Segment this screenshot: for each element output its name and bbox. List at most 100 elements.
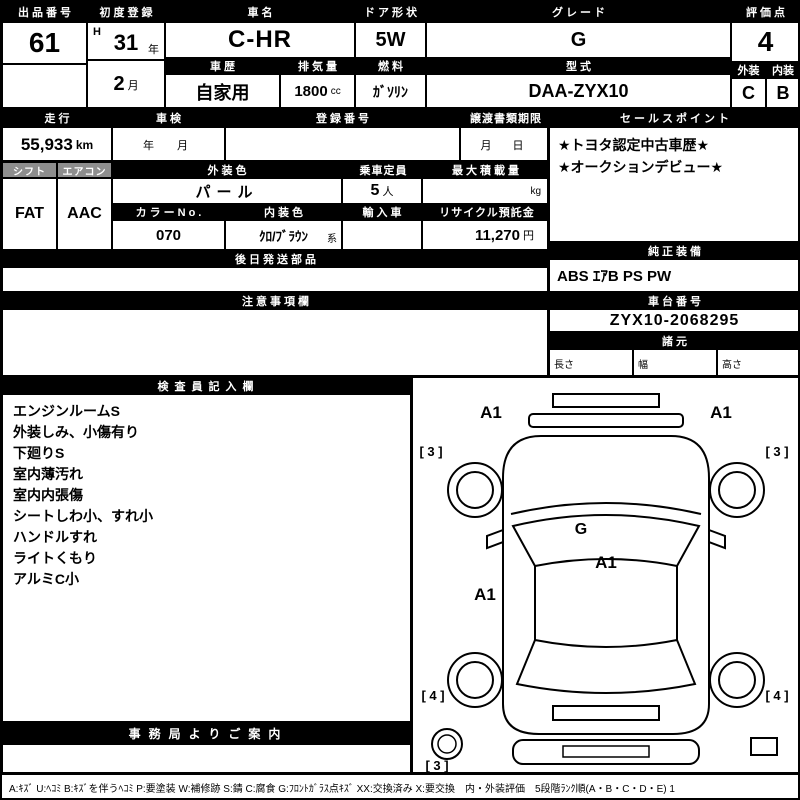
history-value: 自家用: [165, 74, 280, 109]
grade-value: G: [426, 22, 731, 58]
sales-point-label: セールスポイント: [549, 109, 798, 127]
recycle-deposit-label: リサイクル預託金: [422, 204, 549, 220]
aircon-value: AAC: [57, 178, 112, 250]
door-value: 5W: [355, 22, 426, 58]
first-reg-label: 初度登録: [87, 2, 165, 22]
recycle-deposit-cell: 11,270 円: [422, 220, 549, 250]
later-parts-label: 後日発送部品: [2, 250, 549, 267]
first-reg-month: 2: [113, 73, 125, 95]
damage-label-top-right: A1: [710, 403, 732, 422]
transfer-deadline-value: 月 日: [460, 127, 549, 162]
damage-label-bottom: [ 3 ]: [425, 758, 448, 773]
recycle-deposit-unit: 円: [523, 230, 534, 242]
first-reg-year-unit: 年: [148, 44, 159, 56]
auction-no-value: 61: [2, 22, 87, 64]
spec-height-label: 高さ: [722, 359, 742, 371]
first-reg-year: 31: [113, 30, 139, 55]
score-value: 4: [731, 22, 798, 62]
caution-notes-label: 注意事項欄: [2, 292, 549, 309]
mileage-label: 走行: [2, 109, 112, 127]
displacement-value: 1800: [294, 83, 328, 100]
first-reg-era: H: [93, 26, 101, 38]
chassis-no-value: ZYX10-2068295: [549, 309, 798, 332]
auction-no-label: 出品番号: [2, 2, 87, 22]
damage-label-left: [ 3 ]: [419, 444, 442, 459]
displacement-cell: 1800 cc: [280, 74, 355, 109]
sales-point-2: ★オークションデビュー★: [558, 159, 724, 175]
inspection-label: 車検: [112, 109, 225, 127]
first-reg-value: H 31 年: [87, 22, 165, 60]
genuine-equipment-label: 純正装備: [549, 242, 798, 259]
max-load-label: 最大積載量: [422, 162, 549, 178]
genuine-equipment-value: ABS ｴｱB PS PW: [549, 259, 798, 292]
reg-no-value: [225, 127, 460, 162]
inspector-note-line: 室内薄汚れ: [13, 466, 83, 482]
displacement-label: 排気量: [280, 58, 355, 74]
car-diagram: A1 A1 [ 3 ] [ 3 ] G A1 A1 [ 4 ] [ 4 ] [ …: [412, 377, 798, 774]
fuel-value: ｶﾞｿﾘﾝ: [355, 74, 426, 109]
auction-no-empty: [2, 64, 87, 109]
inspector-note-line: アルミC小: [13, 571, 79, 587]
office-notice-label: 事務局よりご案内: [2, 722, 412, 744]
car-name-value: C-HR: [165, 22, 355, 58]
int-color-unit: 系: [327, 234, 337, 245]
inspector-notes-label: 検査員記入欄: [2, 377, 412, 394]
ext-color-label: 外装色: [112, 162, 342, 178]
damage-label-roof: A1: [595, 553, 617, 572]
office-notice-empty: [2, 744, 412, 774]
inspector-note-line: シートしわ小、すれ小: [13, 508, 153, 524]
aircon-label: エアコン: [57, 162, 112, 178]
damage-label-bottom-right: [ 4 ]: [765, 688, 788, 703]
damage-label-side-left: A1: [474, 585, 496, 604]
int-color-cell: ｸﾛ/ﾌﾞﾗｳﾝ 系: [225, 220, 342, 250]
model-label: 型式: [426, 58, 731, 74]
damage-label-top-left: A1: [480, 403, 502, 422]
transfer-deadline-label: 譲渡書類期限: [460, 109, 549, 127]
inspector-note-line: ハンドルすれ: [13, 529, 97, 545]
max-load-value: kg: [422, 178, 549, 204]
model-value: DAA-ZYX10: [426, 74, 731, 109]
inspector-note-line: 外装しみ、小傷有り: [13, 424, 139, 440]
int-color-value: ｸﾛ/ﾌﾞﾗｳﾝ: [258, 228, 309, 244]
capacity-label: 乗車定員: [342, 162, 422, 178]
sales-points: ★トヨタ認定中古車歴★ ★オークションデビュー★: [549, 127, 798, 242]
exterior-grade-label: 外装: [731, 62, 766, 78]
spec-width-label: 幅: [638, 359, 648, 371]
ext-color-value: パール: [112, 178, 342, 204]
inspector-note-line: 室内内張傷: [13, 487, 83, 503]
color-no-value: 070: [112, 220, 225, 250]
first-reg-month-unit: 月: [127, 79, 139, 92]
capacity-unit: 人: [382, 186, 394, 198]
specs-label: 諸元: [549, 332, 798, 349]
caution-notes-value: [2, 309, 549, 377]
sales-point-1: ★トヨタ認定中古車歴★: [558, 137, 710, 153]
mileage-cell: 55,933 km: [2, 127, 112, 162]
interior-grade-value: B: [766, 78, 798, 109]
history-label: 車歴: [165, 58, 280, 74]
shift-label: シフト: [2, 162, 57, 178]
spec-length-label: 長さ: [554, 359, 574, 371]
mileage-unit: km: [75, 137, 94, 152]
legend: A:ｷｽﾞ U:ﾍｺﾐ B:ｷｽﾞを伴うﾍｺﾐ P:要塗装 W:補修跡 S:錆 …: [2, 774, 798, 798]
grade-label: グレード: [426, 2, 731, 22]
import-label: 輸入車: [342, 204, 422, 220]
car-name-label: 車名: [165, 2, 355, 22]
inspection-value: 年 月: [112, 127, 225, 162]
later-parts-value: [2, 267, 549, 292]
import-value: [342, 220, 422, 250]
damage-label-windshield: G: [575, 521, 587, 538]
spec-length-cell: 長さ: [549, 349, 633, 377]
damage-label-right: [ 3 ]: [765, 444, 788, 459]
spec-height-cell: 高さ: [717, 349, 798, 377]
capacity-value: 5: [370, 182, 380, 199]
door-shape-label: ドア形状: [355, 2, 426, 22]
car-top-view: A1 A1 [ 3 ] [ 3 ] G A1 A1 [ 4 ] [ 4 ] [ …: [419, 393, 789, 773]
inspector-note-line: 下廻りS: [13, 445, 65, 461]
interior-grade-label: 内装: [766, 62, 798, 78]
chassis-no-label: 車台番号: [549, 292, 798, 309]
score-label: 評価点: [731, 2, 798, 22]
damage-label-bottom-left: [ 4 ]: [421, 688, 444, 703]
fuel-label: 燃料: [355, 58, 426, 74]
color-no-label: カラーNo.: [112, 204, 225, 220]
